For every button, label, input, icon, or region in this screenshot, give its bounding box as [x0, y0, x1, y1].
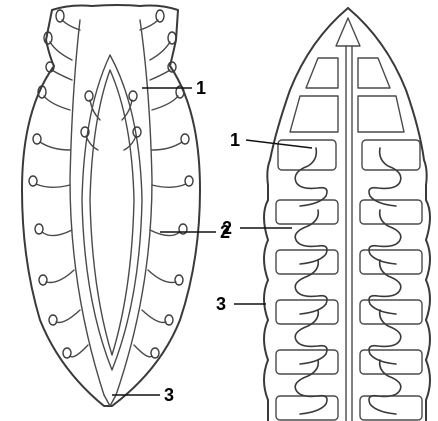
left-canal-left: [70, 20, 104, 395]
left-body-outline: [22, 5, 200, 406]
flame-cells-left-figure: [29, 10, 193, 358]
left-figure: 1 2 3: [22, 5, 230, 406]
right-head-outline: [270, 8, 348, 160]
right-label-2: 2: [222, 218, 232, 238]
right-figure: 1 2 3: [216, 8, 430, 421]
left-label-3: 3: [164, 385, 174, 405]
right-segments: [264, 160, 430, 421]
right-label-3: 3: [216, 294, 226, 314]
left-label-1: 1: [196, 78, 206, 98]
right-label-1: 1: [230, 130, 240, 150]
